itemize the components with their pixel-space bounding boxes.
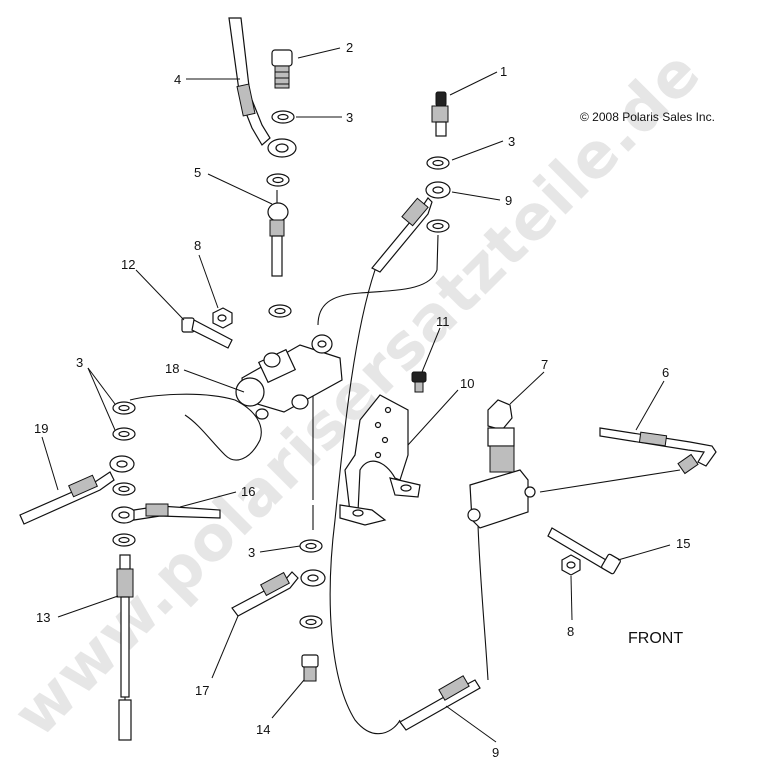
part-2-bolt (271, 49, 293, 89)
part-1-switch (431, 91, 449, 137)
callout-15: 15 (676, 536, 690, 551)
callout-6: 6 (662, 365, 669, 380)
callout-4: 4 (174, 72, 181, 87)
callout-2: 2 (346, 40, 353, 55)
callout-9-lower: 9 (492, 745, 499, 760)
callout-10: 10 (460, 376, 474, 391)
part-19-line (19, 455, 135, 525)
washers (112, 110, 450, 629)
line-valve-to-6 (539, 469, 681, 493)
part-17-line (231, 569, 326, 617)
callout-3-right: 3 (508, 134, 515, 149)
part-10-bracket (339, 394, 421, 526)
part-12-bolt (181, 317, 233, 349)
part-8-nut-lower (561, 554, 581, 576)
callout-14: 14 (256, 722, 270, 737)
part-7-valve (467, 399, 536, 529)
part-18-block (235, 334, 343, 420)
part-9-lower-fitting (399, 675, 481, 731)
copyright-text: © 2008 Polaris Sales Inc. (580, 110, 715, 124)
front-label: FRONT (628, 630, 683, 647)
part-11-screw (411, 371, 427, 393)
callout-1: 1 (500, 64, 507, 79)
line-block-to-9 (317, 234, 439, 326)
part-4-hose (228, 17, 297, 158)
callout-17: 17 (195, 683, 209, 698)
callout-13: 13 (36, 610, 50, 625)
callout-8-upper: 8 (194, 238, 201, 253)
callout-3-center: 3 (248, 545, 255, 560)
part-6-line (599, 427, 717, 475)
part-13-hose (116, 554, 134, 741)
line-valve-down (477, 524, 489, 681)
part-9-upper-line (371, 181, 451, 273)
line-left-loop (129, 393, 262, 461)
callout-9-upper: 9 (505, 193, 512, 208)
callout-8-lower: 8 (567, 624, 574, 639)
callout-7: 7 (541, 357, 548, 372)
part-5-fitting (267, 202, 289, 277)
callout-12: 12 (121, 257, 135, 272)
callouts: 2 1 4 3 3 5 9 8 12 11 3 18 10 7 6 19 16 … (34, 40, 690, 760)
part-16-line (111, 503, 221, 524)
callout-3-top: 3 (346, 110, 353, 125)
callout-16: 16 (241, 484, 255, 499)
callout-11: 11 (436, 314, 450, 329)
part-8-nut-upper (212, 307, 233, 329)
callout-5: 5 (194, 165, 201, 180)
callout-18: 18 (165, 361, 179, 376)
leader-lines (41, 47, 671, 743)
part-14-bolt (301, 654, 319, 682)
callout-19: 19 (34, 421, 48, 436)
part-15-bolt (547, 527, 621, 575)
line-long-lower (329, 269, 401, 735)
callout-3-left: 3 (76, 355, 83, 370)
